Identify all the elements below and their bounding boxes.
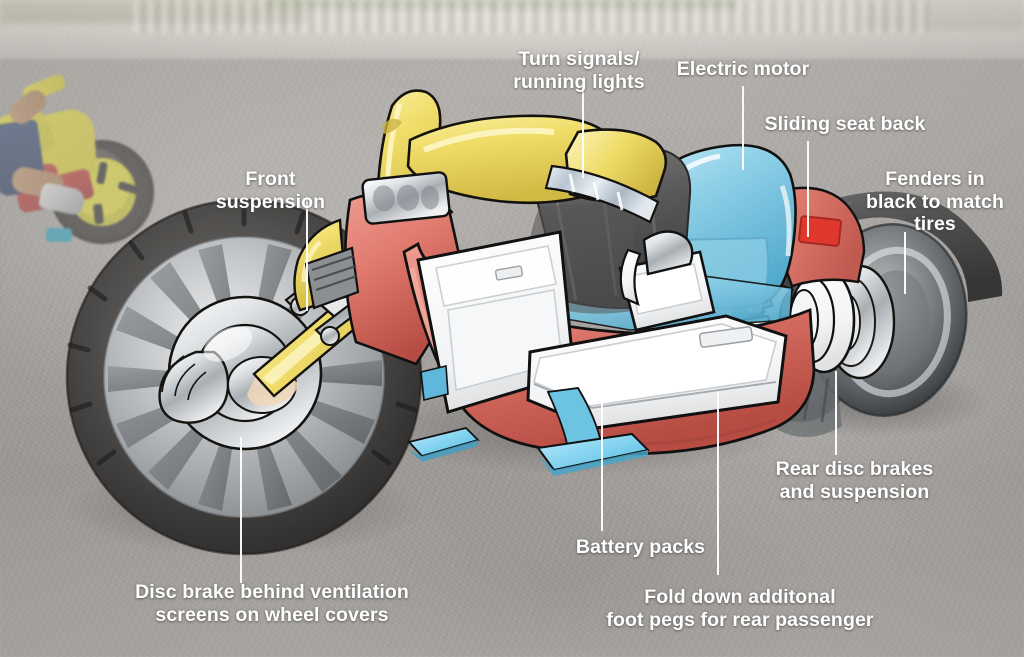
callout-leader-lines (240, 86, 906, 583)
fold-down-foot-pegs (407, 365, 651, 476)
callout-label-foot-pegs: Fold down additonal foot pegs for rear p… (606, 586, 874, 631)
callout-label-disc-brake-vent: Disc brake behind ventilation screens on… (135, 581, 409, 626)
background-child-on-trike-photo (0, 62, 194, 252)
battery-connector (494, 265, 524, 281)
callout-label-turn-signals: Turn signals/ running lights (513, 48, 645, 93)
battery-terminal (698, 326, 754, 348)
headlight-reflector (372, 184, 440, 212)
steering-column (304, 246, 360, 310)
rear-controller-block (618, 230, 716, 332)
background-hedge-left (0, 0, 308, 23)
motor-mount-dome (642, 230, 694, 276)
background-greenery (266, 0, 738, 11)
callout-label-fenders-black: Fenders in black to match tires (866, 168, 1004, 236)
callout-label-front-suspension: Front suspension (215, 168, 326, 213)
ghost-blue-detail (46, 228, 72, 242)
light-strip-segments (568, 173, 624, 211)
battery-pack-assembly (416, 230, 788, 430)
controller-bracket (619, 248, 642, 306)
turn-signal-light-strip (544, 164, 660, 224)
callout-label-battery-packs: Battery packs (575, 536, 706, 558)
foot-peg-front-stem (420, 365, 449, 401)
callout-label-rear-disc-brakes: Rear disc brakes and suspension (775, 458, 934, 503)
background-fence (133, 0, 932, 33)
tail-light (798, 215, 842, 247)
shock-pivot (320, 326, 340, 346)
front-disc-brake-caliper (158, 350, 230, 424)
callout-label-sliding-seat-back: Sliding seat back (764, 113, 926, 135)
background-hedge-right (860, 0, 1024, 30)
callout-label-electric-motor: Electric motor (676, 58, 810, 80)
